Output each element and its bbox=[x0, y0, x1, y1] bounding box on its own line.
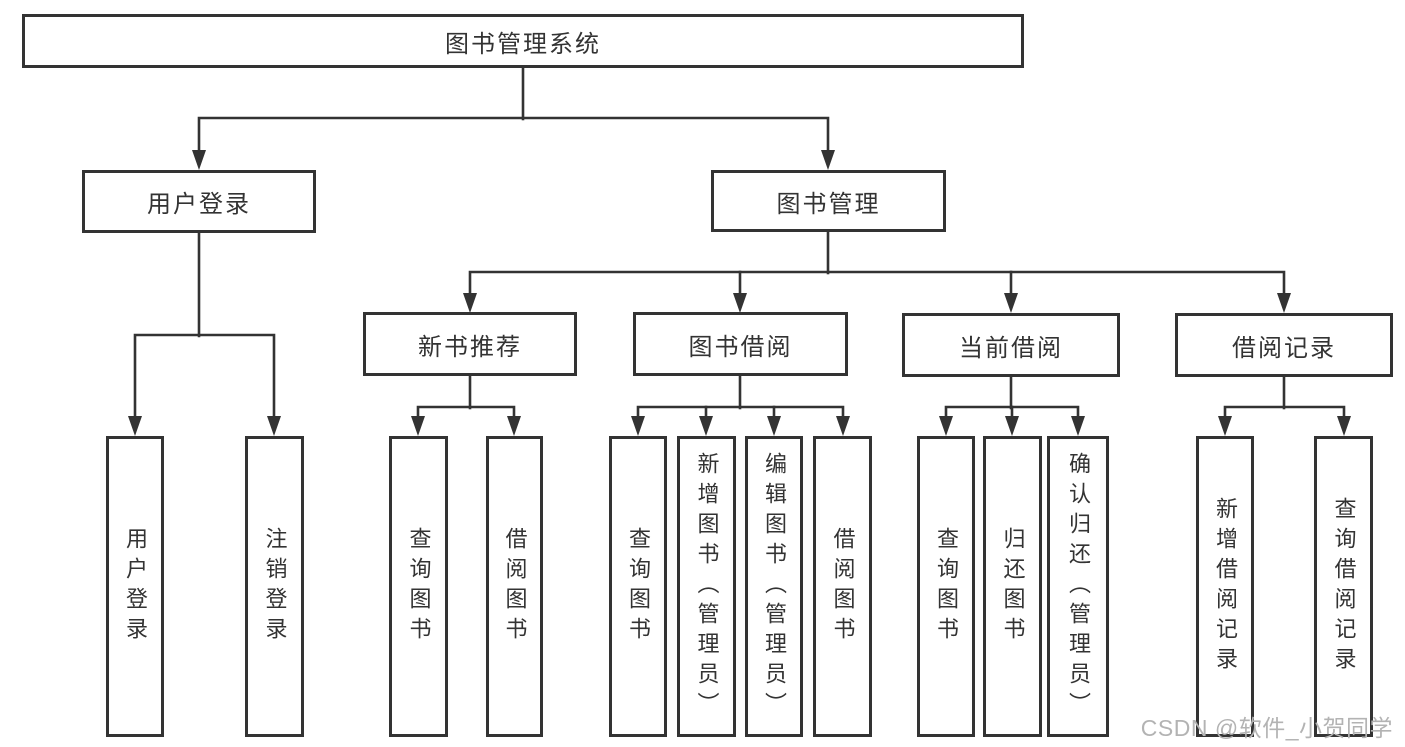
leaf-query-books: 查询图书 bbox=[389, 436, 448, 737]
node-label: 查询借阅记录 bbox=[1331, 496, 1357, 677]
node-new-book-recommendation: 新书推荐 bbox=[363, 312, 577, 376]
node-label: 查询图书 bbox=[934, 526, 959, 647]
node-book-borrowing: 图书借阅 bbox=[633, 312, 848, 376]
node-user-login-branch: 用户登录 bbox=[82, 170, 316, 233]
node-label: 图书借阅 bbox=[688, 333, 793, 361]
leaf-user-login: 用户登录 bbox=[106, 436, 164, 737]
leaf-return-books: 归还图书 bbox=[983, 436, 1042, 737]
node-label: 用户登录 bbox=[147, 191, 251, 218]
leaf-borrow-books: 借阅图书 bbox=[486, 436, 543, 737]
node-label: 查询图书 bbox=[406, 526, 432, 647]
csdn-watermark: CSDN @软件_小贺同学 bbox=[1140, 715, 1393, 741]
node-borrowing-records: 借阅记录 bbox=[1175, 313, 1393, 377]
node-label: 借阅图书 bbox=[502, 526, 528, 647]
leaf-confirm-return-admin: 确认归还（管理员） bbox=[1047, 436, 1109, 737]
node-label: 借阅记录 bbox=[1232, 334, 1336, 362]
leaf-add-borrow-record: 新增借阅记录 bbox=[1196, 436, 1254, 737]
node-label: 确认归还（管理员） bbox=[1066, 451, 1091, 722]
node-label: 查询图书 bbox=[626, 526, 651, 647]
node-label: 图书管理 bbox=[776, 190, 881, 218]
node-label: 新书推荐 bbox=[418, 333, 522, 361]
node-label: 图书管理系统 bbox=[445, 30, 601, 58]
node-system-root: 图书管理系统 bbox=[22, 14, 1024, 68]
leaf-add-books-admin: 新增图书（管理员） bbox=[677, 436, 736, 737]
node-label: 新增借阅记录 bbox=[1213, 496, 1238, 677]
leaf-query-books: 查询图书 bbox=[609, 436, 667, 737]
node-current-borrowing: 当前借阅 bbox=[902, 313, 1120, 377]
leaf-query-books: 查询图书 bbox=[917, 436, 975, 737]
node-label: 编辑图书（管理员） bbox=[762, 451, 787, 722]
node-label: 新增图书（管理员） bbox=[694, 451, 720, 722]
node-label: 借阅图书 bbox=[830, 526, 856, 647]
leaf-query-borrow-record: 查询借阅记录 bbox=[1314, 436, 1373, 737]
node-label: 用户登录 bbox=[123, 526, 148, 647]
leaf-edit-books-admin: 编辑图书（管理员） bbox=[745, 436, 803, 737]
node-book-management-branch: 图书管理 bbox=[711, 170, 946, 232]
node-label: 归还图书 bbox=[1000, 526, 1026, 647]
node-label: 注销登录 bbox=[262, 526, 288, 647]
node-label: 当前借阅 bbox=[959, 334, 1063, 362]
leaf-logout: 注销登录 bbox=[245, 436, 304, 737]
leaf-borrow-books: 借阅图书 bbox=[813, 436, 872, 737]
